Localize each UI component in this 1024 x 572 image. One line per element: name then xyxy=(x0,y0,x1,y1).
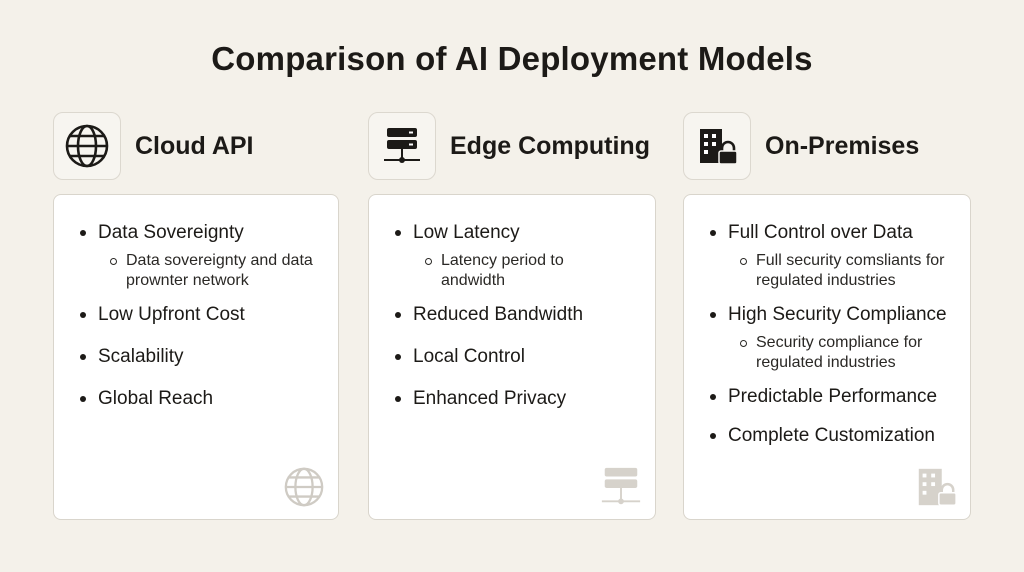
page-title: Comparison of AI Deployment Models xyxy=(211,40,813,77)
column-heading: Cloud API xyxy=(135,131,254,160)
globe-watermark-icon xyxy=(284,467,324,507)
building-lock-watermark-icon xyxy=(918,468,957,506)
list-item: Data Sovereignty Data sovereignty and da… xyxy=(80,221,338,291)
sub-item: Security compliance for regulated indust… xyxy=(740,333,946,373)
cloud-api-card: Data Sovereignty Data sovereignty and da… xyxy=(53,194,339,520)
list-item: Complete Customization xyxy=(710,424,970,448)
on-premises-card: Full Control over Data Full security com… xyxy=(683,194,971,520)
edge-computing-card: Low Latency Latency period to andwidth R… xyxy=(368,194,656,520)
list-item: Low Latency Latency period to andwidth xyxy=(395,221,655,291)
on-premises-header: On-Premises xyxy=(683,112,919,180)
column-heading: On-Premises xyxy=(765,131,920,160)
building-lock-icon xyxy=(683,112,751,180)
list-item: Low Upfront Cost xyxy=(80,303,338,327)
list-item: Enhanced Privacy xyxy=(395,387,655,411)
list-item: Predictable Performance xyxy=(710,385,970,409)
globe-icon xyxy=(53,112,121,180)
list-item: Local Control xyxy=(395,345,655,369)
list-item: Global Reach xyxy=(80,387,338,411)
list-item: Reduced Bandwidth xyxy=(395,303,655,327)
list-item: Full Control over Data Full security com… xyxy=(710,221,970,291)
server-watermark-icon xyxy=(601,467,641,505)
edge-computing-header: Edge Computing xyxy=(368,112,650,180)
sub-item: Latency period to andwidth xyxy=(425,251,591,291)
sub-item: Full security comsliants for regulated i… xyxy=(740,251,970,291)
list-item: High Security Compliance Security compli… xyxy=(710,303,970,373)
cloud-api-header: Cloud API xyxy=(53,112,254,180)
sub-item: Data sovereignty and data prownter netwo… xyxy=(110,251,338,291)
list-item: Scalability xyxy=(80,345,338,369)
server-icon xyxy=(368,112,436,180)
column-heading: Edge Computing xyxy=(450,131,650,160)
